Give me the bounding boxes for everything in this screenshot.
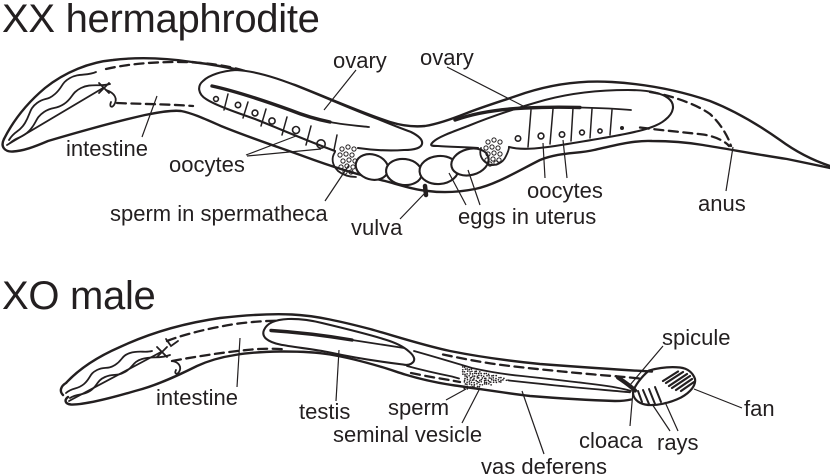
svg-text:fan: fan	[744, 396, 775, 421]
svg-text:eggs in uterus: eggs in uterus	[458, 204, 596, 229]
svg-text:sperm: sperm	[388, 395, 449, 420]
svg-text:sperm in spermatheca: sperm in spermatheca	[110, 201, 328, 226]
svg-text:intestine: intestine	[66, 136, 148, 161]
svg-text:spicule: spicule	[662, 325, 730, 350]
svg-text:XX hermaphrodite: XX hermaphrodite	[2, 0, 320, 41]
svg-text:testis: testis	[299, 399, 350, 424]
svg-text:anus: anus	[698, 191, 746, 216]
svg-text:vulva: vulva	[351, 215, 403, 240]
svg-text:ovary: ovary	[420, 45, 474, 70]
svg-text:oocytes: oocytes	[169, 152, 245, 177]
svg-text:vas deferens: vas deferens	[481, 454, 607, 476]
svg-text:rays: rays	[657, 430, 699, 455]
svg-text:ovary: ovary	[333, 48, 387, 73]
svg-text:oocytes: oocytes	[527, 178, 603, 203]
svg-text:seminal vesicle: seminal vesicle	[333, 422, 482, 447]
svg-text:cloaca: cloaca	[579, 428, 643, 453]
svg-text:XO male: XO male	[2, 274, 156, 318]
svg-text:intestine: intestine	[156, 385, 238, 410]
